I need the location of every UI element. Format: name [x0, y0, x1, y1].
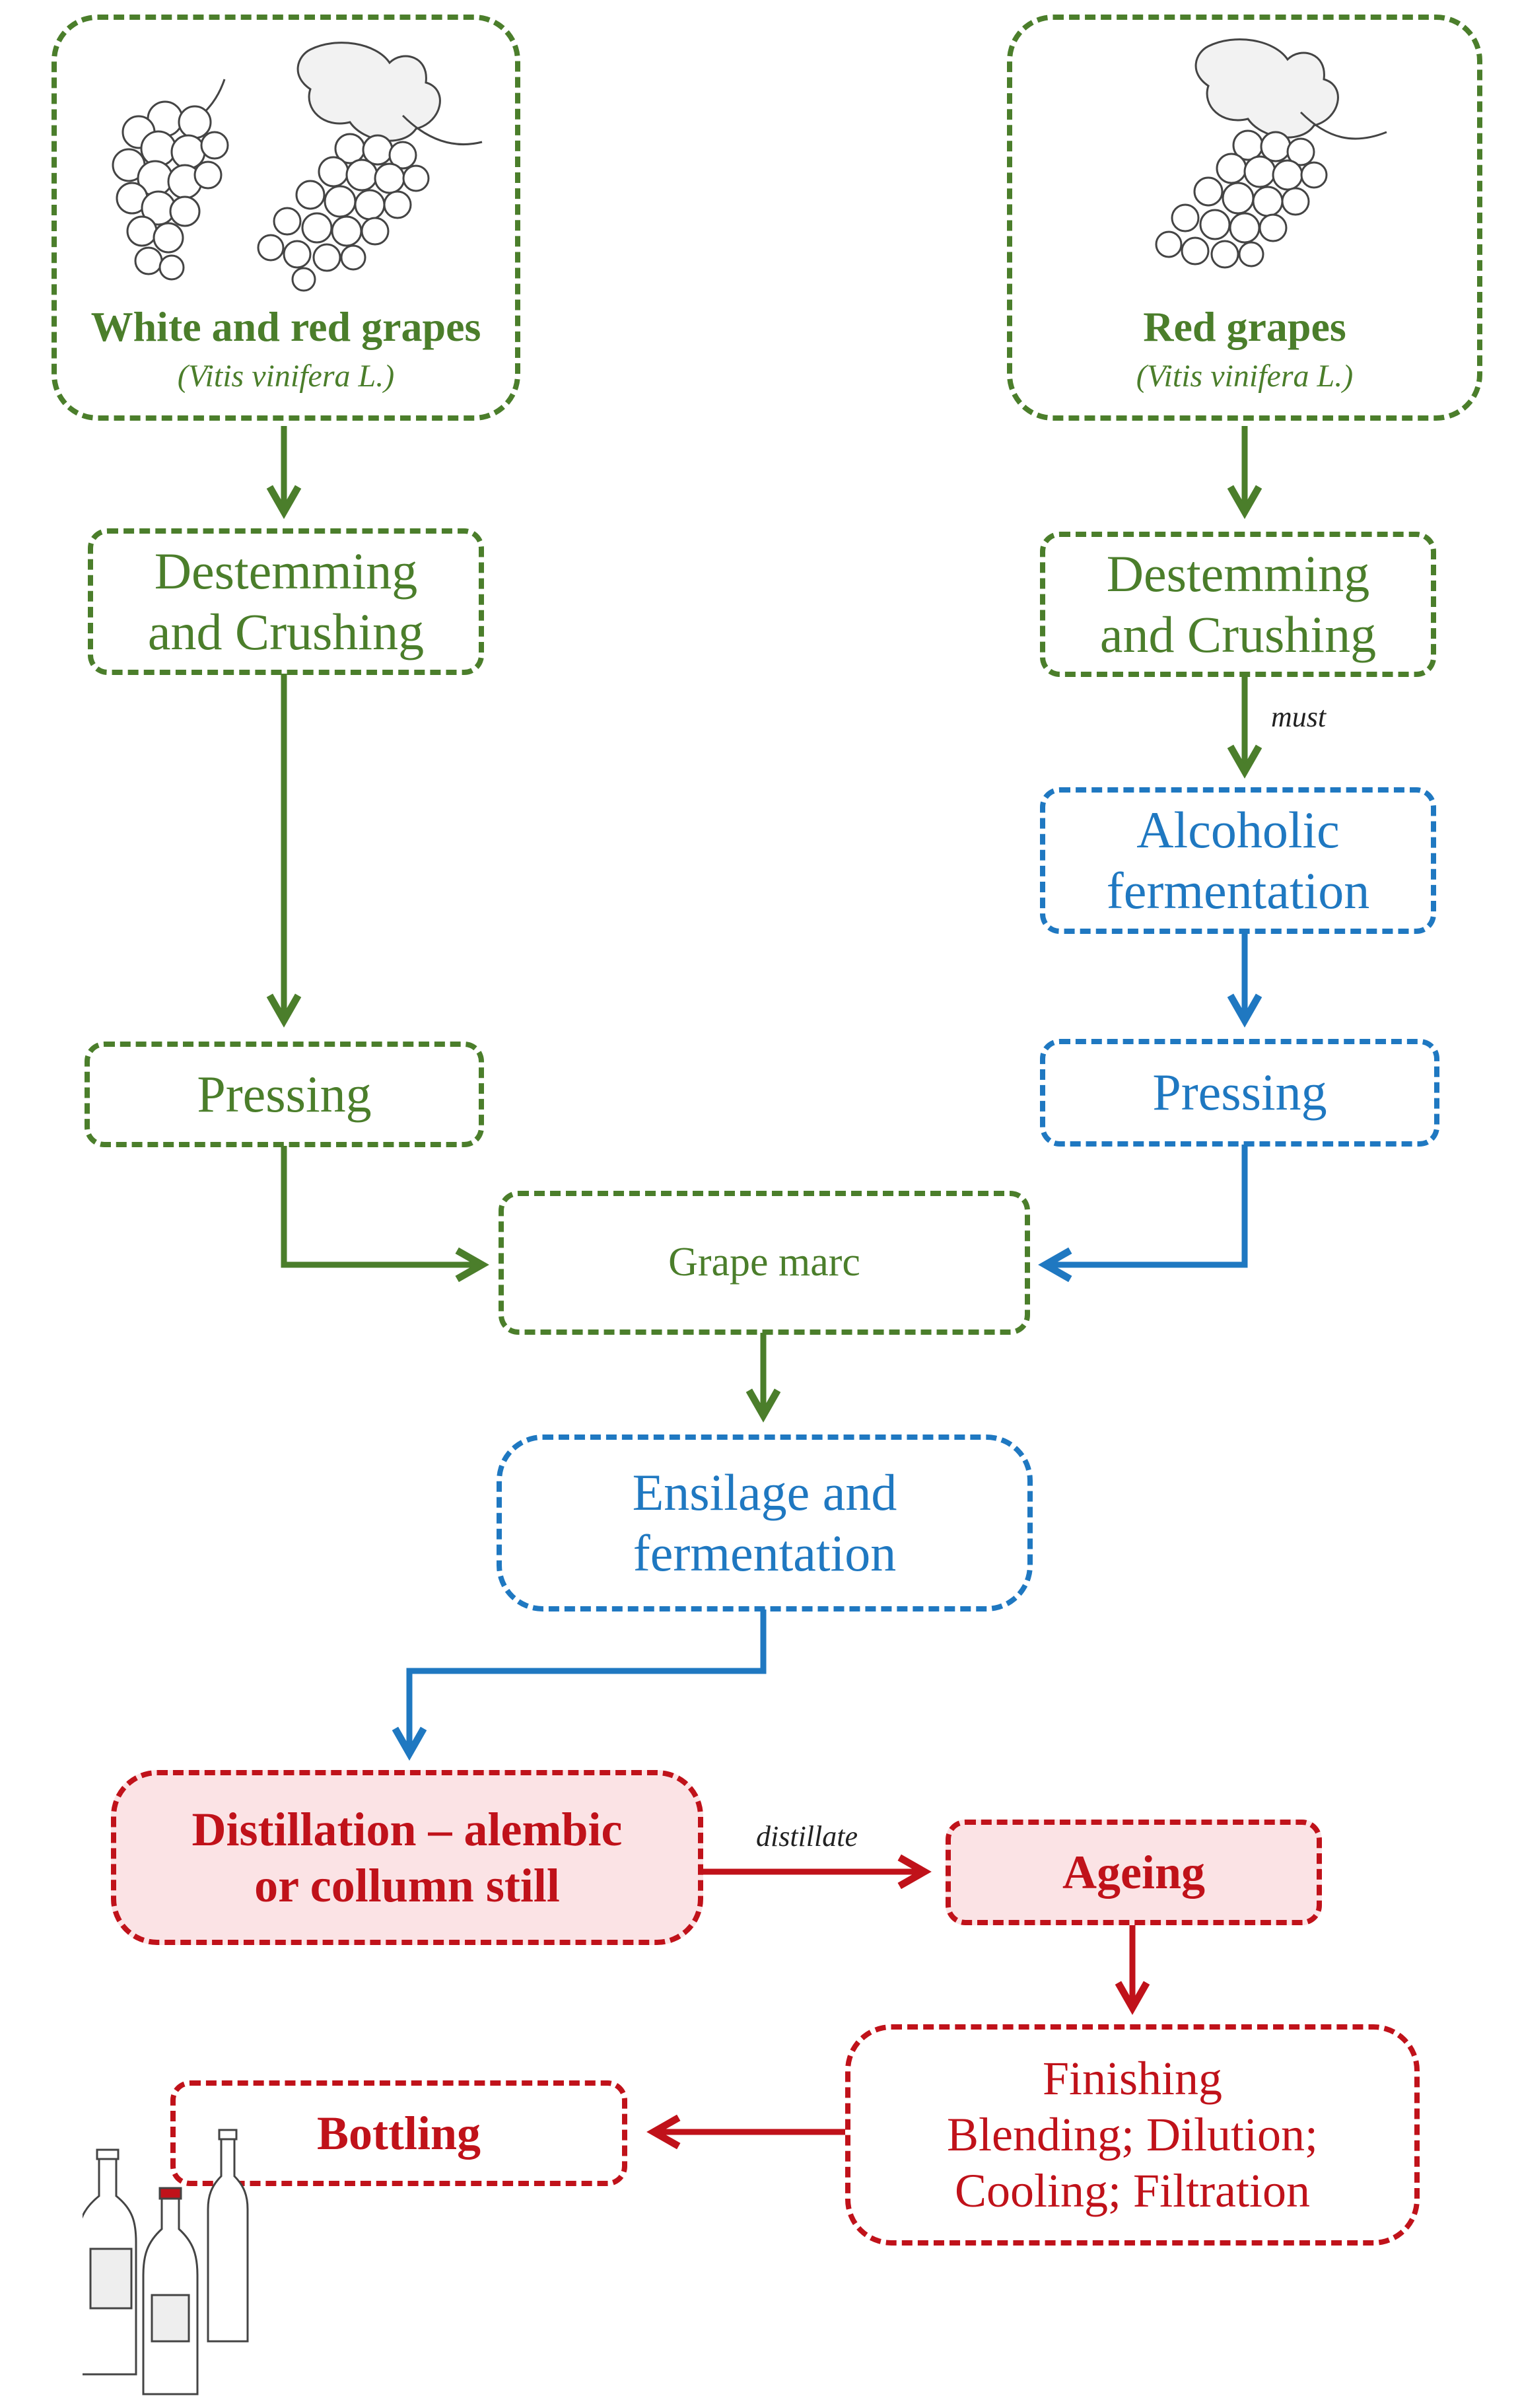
arrow-pressing-right-to-marc — [1038, 1145, 1248, 1283]
node-bottling-label: Bottling — [316, 2106, 481, 2160]
node-pressing-left-label: Pressing — [197, 1065, 372, 1123]
node-ageing-label: Ageing — [1062, 1845, 1205, 1899]
edge-label-must: must — [1271, 701, 1327, 733]
node-pressing-right: Pressing — [1040, 1039, 1439, 1147]
node-red-grapes: Red grapes (Vitis vinifera L.) — [1007, 15, 1482, 421]
node-ensilage-line2: fermentation — [633, 1524, 897, 1582]
node-white-red-grapes-title: White and red grapes — [90, 302, 481, 350]
node-red-grapes-title: Red grapes — [1143, 302, 1346, 350]
node-distillation-line1: Distillation – alembic — [191, 1802, 623, 1856]
node-red-grapes-subtitle: (Vitis vinifera L.) — [1136, 359, 1354, 394]
edge-label-distillate: distillate — [756, 1820, 858, 1853]
node-destemming-left: Destemming and Crushing — [88, 528, 484, 675]
bottles-icon — [83, 2129, 249, 2395]
node-ensilage-line1: Ensilage and — [632, 1463, 897, 1521]
node-destemming-right-line1: Destemming — [1106, 544, 1370, 602]
grape-vine-icon — [1155, 38, 1387, 269]
arrow-ensilage-to-distillation — [392, 1610, 767, 1761]
node-finishing-line2: Blending; Dilution; — [946, 2108, 1318, 2162]
node-white-red-grapes: White and red grapes (Vitis vinifera L.) — [52, 15, 520, 421]
node-grape-marc-label: Grape marc — [668, 1240, 860, 1285]
node-alcoholic-fermentation: Alcoholic fermentation — [1040, 787, 1436, 934]
node-finishing-line1: Finishing — [1042, 2052, 1223, 2106]
node-ageing: Ageing — [946, 1820, 1322, 1925]
node-distillation: Distillation – alembic or collumn still — [111, 1770, 703, 1945]
node-finishing-line3: Cooling; Filtration — [954, 2164, 1311, 2217]
node-destemming-left-line2: and Crushing — [147, 603, 425, 660]
node-ensilage-fermentation: Ensilage and fermentation — [497, 1434, 1033, 1611]
node-finishing: Finishing Blending; Dilution; Cooling; F… — [845, 2024, 1420, 2246]
node-destemming-right: Destemming and Crushing — [1040, 532, 1436, 677]
node-grape-marc: Grape marc — [499, 1191, 1030, 1335]
node-pressing-left: Pressing — [85, 1042, 484, 1147]
node-bottling: Bottling — [170, 2080, 627, 2186]
node-destemming-right-line2: and Crushing — [1099, 606, 1377, 663]
grape-vine-icon — [257, 42, 483, 292]
node-alcoholic-fermentation-line2: fermentation — [1106, 862, 1370, 919]
node-white-red-grapes-subtitle: (Vitis vinifera L.) — [177, 359, 395, 394]
node-destemming-left-line1: Destemming — [154, 542, 418, 600]
node-alcoholic-fermentation-line1: Alcoholic — [1136, 800, 1340, 859]
node-pressing-right-label: Pressing — [1152, 1063, 1327, 1121]
arrow-pressing-left-to-marc — [281, 1146, 489, 1283]
node-distillation-line2: or collumn still — [254, 1859, 560, 1912]
grape-cluster-icon — [112, 79, 229, 281]
